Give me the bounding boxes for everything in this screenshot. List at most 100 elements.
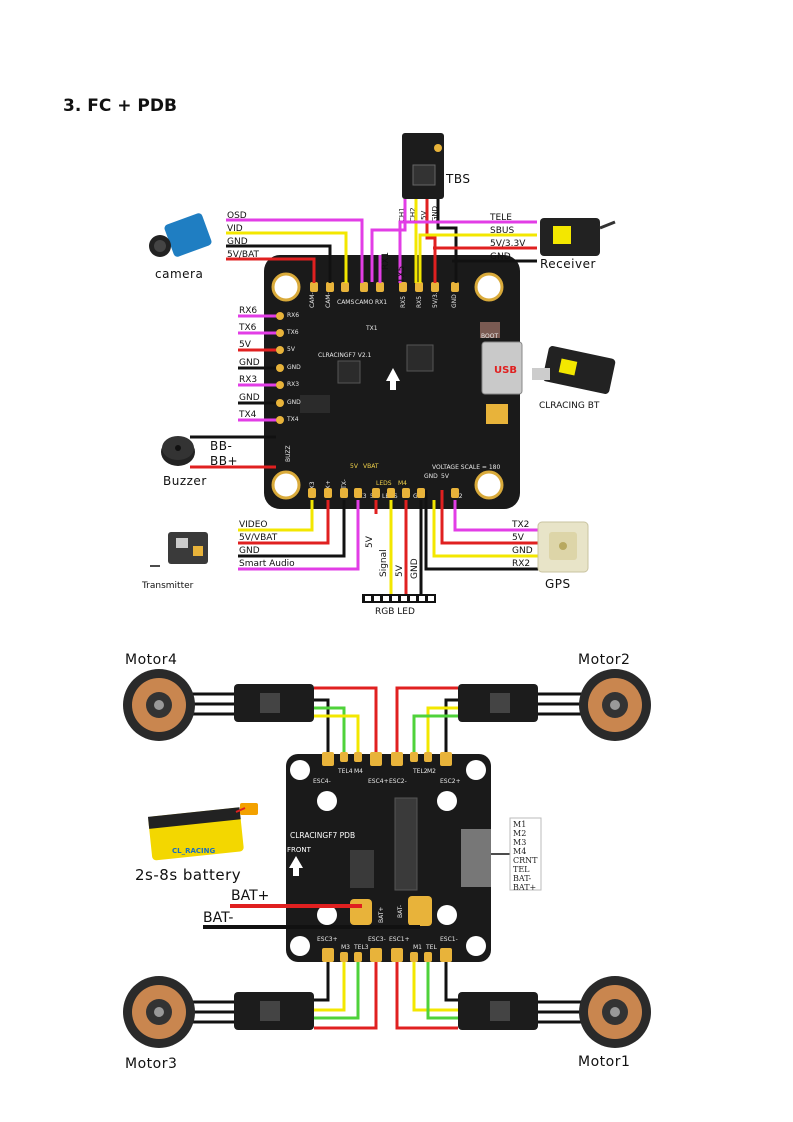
led-wires: [374, 500, 423, 594]
pcb-mid-leds: LEDS: [376, 480, 392, 487]
wire-tbs-gnd: [436, 199, 458, 283]
label-tele: TELE: [489, 213, 512, 223]
camera-icon: [149, 213, 212, 257]
pad-label: 5V: [287, 346, 296, 353]
bat-plus-pad: [350, 899, 372, 925]
mount-hole: [290, 936, 310, 956]
pad-label: M4: [354, 768, 363, 775]
tx5-label: TX5: [397, 266, 407, 284]
rx1-label: RX1: [381, 252, 391, 270]
pad-label: RX1: [375, 299, 387, 306]
pad-label: VTX-: [341, 479, 348, 493]
rgb-led-label: RGB LED: [375, 607, 415, 617]
pcb-mid-m4: M4: [398, 480, 407, 487]
label-left-gnd2: GND: [239, 393, 260, 403]
label-video: VIDEO: [239, 520, 268, 530]
pin-label: M3: [513, 838, 526, 847]
label-rx6: RX6: [239, 306, 257, 316]
left-wires: [238, 314, 278, 422]
pcb-tx1: TX1: [365, 325, 378, 332]
pcb-buzz: BUZZ: [285, 445, 292, 462]
mount-hole: [474, 470, 504, 500]
pad: [376, 282, 384, 292]
pad-label: ESC2+: [440, 778, 461, 785]
transmitter-module: [150, 532, 208, 567]
esc-chip: [490, 1001, 510, 1021]
pad: [354, 488, 362, 498]
wire-smart-audio: [238, 500, 360, 571]
label-vtx-power: 5V/VBAT: [239, 533, 278, 543]
chip: [406, 344, 434, 372]
mount-hole: [437, 905, 457, 925]
wire-esc1-plus: [395, 955, 458, 1030]
motor-wires: [190, 692, 582, 1024]
wire-vtx-gnd: [238, 500, 346, 558]
battery-label: 2s-8s battery: [135, 866, 241, 884]
wire-gps-rx2: [424, 490, 538, 571]
pads-bottom: [308, 488, 459, 498]
label-5v-3v3: 5V/3.3V: [490, 239, 526, 249]
pad: [440, 752, 452, 766]
tbs-label: TBS: [445, 172, 470, 186]
pdb-top-pads: ESC4- TEL4 M4 ESC4+ ESC2- TEL2 M2 ESC2+: [313, 768, 461, 785]
label-sbus: SBUS: [490, 226, 514, 236]
pad: [415, 282, 423, 292]
pad: [360, 282, 368, 292]
motor-icon: [579, 976, 651, 1048]
wire-esc4-minus: [314, 698, 330, 760]
boot-button: [480, 322, 500, 338]
pad-label: TEL: [425, 944, 437, 951]
pad: [276, 381, 284, 389]
transmitter-wire-labels: VIDEO 5V/VBAT GND Smart Audio: [239, 520, 295, 569]
shunt-column: [394, 797, 418, 891]
tbs-antenna-pad: [434, 144, 442, 152]
camera-wire-labels: OSD VID GND 5V/BAT: [227, 211, 260, 260]
pdb-front-label: FRONT: [287, 846, 312, 854]
pdb-bottom-pads: ESC3+ M3 TEL3 ESC3- ESC1+ M1 TEL ESC1-: [317, 936, 458, 951]
pad-label: 5V/3.3: [432, 288, 439, 308]
pad: [276, 329, 284, 337]
usb-port: [481, 341, 523, 395]
regulator: [350, 850, 374, 888]
chip: [337, 360, 361, 384]
motor-icon: [123, 669, 195, 741]
tbs-wires: [370, 199, 458, 283]
tbs-pin-labels: CH1 CH2 5V GND: [398, 206, 439, 222]
mount-hole: [317, 791, 337, 811]
wire-esc1-tel: [426, 955, 458, 1020]
pad-label: TEL2: [412, 768, 428, 775]
pad: [431, 282, 439, 292]
wire-esc4-m4: [314, 714, 360, 760]
label-gps-rx2: RX2: [512, 559, 530, 569]
tbs-chip: [412, 164, 436, 186]
esc3-wires: [314, 955, 378, 1030]
tbs-pin-5v: 5V: [420, 211, 428, 220]
wire-sbus: [418, 233, 537, 283]
pin-label: M1: [513, 820, 526, 829]
mount-hole: [466, 936, 486, 956]
pad: [324, 488, 332, 498]
pin-label: BAT-: [513, 874, 532, 883]
pdb-diagram: FRONT CLRACINGF7 PDB BAT+ BAT- ESC4- TEL…: [123, 652, 651, 1072]
pdb-board: [286, 754, 491, 962]
pad: [424, 952, 432, 962]
pad: [341, 282, 349, 292]
mount-hole: [437, 791, 457, 811]
tbs-pin-ch1: CH1: [398, 207, 406, 222]
receiver-chip: [553, 226, 571, 244]
pad: [310, 282, 318, 292]
pad: [440, 948, 452, 962]
esc2-wires: [395, 686, 458, 760]
pad-label: RX5: [416, 296, 423, 308]
pad: [391, 752, 403, 766]
transmitter-label: Transmitter: [141, 581, 194, 591]
motor2-label: Motor2: [578, 652, 630, 668]
label-led-signal: Signal: [379, 549, 389, 577]
wire-esc1-minus: [444, 955, 458, 1002]
label-cam-power: 5V/BAT: [227, 250, 260, 260]
pad: [399, 282, 407, 292]
chip: [300, 395, 330, 413]
pad-label: TX4: [286, 416, 299, 423]
label-rx-gnd: GND: [490, 252, 511, 262]
receiver-antenna: [599, 220, 616, 230]
